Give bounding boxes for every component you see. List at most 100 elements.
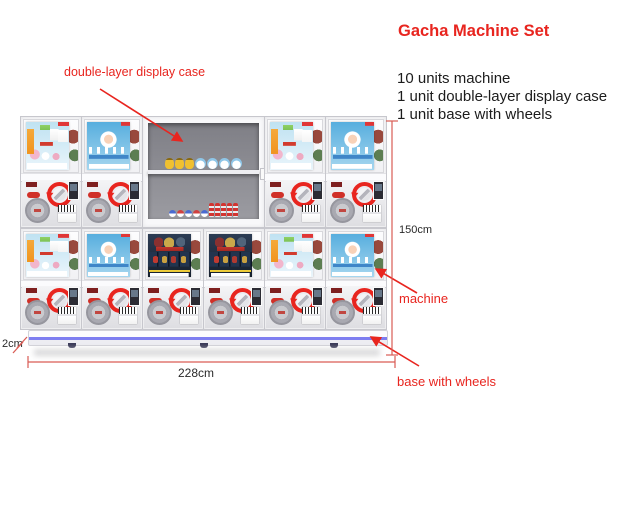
- gacha-machine: [81, 228, 143, 330]
- chibi-figure: [231, 157, 242, 169]
- machine-body: [83, 286, 141, 328]
- machine-price-tag: [330, 181, 342, 187]
- machine-card-reader: [311, 180, 323, 200]
- machine-card-reader: [312, 287, 323, 306]
- wheel: [200, 343, 208, 348]
- floor-shadow: [34, 349, 380, 356]
- ultraman-figure: [227, 203, 232, 218]
- wheel: [330, 343, 338, 348]
- height-dimension-line: [386, 120, 398, 356]
- gacha-machine: [324, 116, 388, 228]
- ultraman-figure: [221, 203, 226, 218]
- wheel: [68, 343, 76, 348]
- machine-body: [265, 179, 324, 226]
- machine-price-tag: [148, 288, 159, 293]
- machine-price-tag: [331, 288, 342, 293]
- machine-card-reader: [373, 180, 385, 200]
- machine-card-reader: [373, 287, 384, 306]
- machine-display-window: [84, 231, 140, 280]
- machine-price-tag: [26, 288, 37, 293]
- machine-card-reader: [190, 287, 201, 306]
- chibi-figure: [207, 157, 218, 169]
- machine-barcode-labels: [302, 307, 320, 324]
- machine-coin-slot: [27, 191, 40, 198]
- machine-card-reader: [129, 180, 141, 200]
- machine-display-window: [328, 231, 384, 280]
- width-dimension-label: 228cm: [178, 366, 215, 380]
- machine-body: [266, 286, 324, 328]
- machine-callout-label: machine: [399, 291, 449, 306]
- machine-display-window: [267, 231, 323, 280]
- display-case-bottom-shelf: [150, 173, 257, 218]
- machine-capsule-door: [86, 300, 111, 325]
- machine-capsule-door: [25, 300, 50, 325]
- pikachu-figure: [175, 157, 184, 169]
- display-case-callout-label: double-layer display case: [64, 65, 206, 79]
- machine-card-reader: [68, 180, 80, 200]
- chibi-figure: [219, 157, 230, 169]
- page-title: Gacha Machine Set: [398, 22, 550, 40]
- machine-price-tag: [87, 288, 98, 293]
- gacha-machine: [20, 116, 83, 228]
- machine-poster-blue: [87, 234, 130, 277]
- gacha-machine-set-illustration: [20, 116, 388, 330]
- machine-poster-avengers: [148, 234, 191, 277]
- gacha-machine: [81, 116, 144, 228]
- capsule-figure: [185, 210, 192, 218]
- machine-twist-knob: [108, 181, 134, 207]
- ultraman-figure: [215, 203, 220, 218]
- description-line-base: 1 unit base with wheels: [397, 106, 553, 123]
- description-line-machines: 10 units machine: [397, 70, 511, 87]
- display-case-top-shelf: [150, 123, 257, 170]
- base-height-dimension-label: 2cm: [2, 338, 23, 350]
- pikachu-figure: [185, 157, 194, 169]
- gacha-machine: [203, 228, 265, 330]
- height-dimension-label: 150cm: [399, 224, 433, 236]
- machine-poster-orange: [269, 122, 313, 170]
- machine-body: [205, 286, 263, 328]
- machine-price-tag: [87, 181, 99, 187]
- machine-card-reader: [251, 287, 262, 306]
- machine-barcode-labels: [180, 307, 198, 324]
- machine-barcode-labels: [363, 307, 381, 324]
- pikachu-figure: [165, 157, 174, 169]
- machine-barcode-labels: [119, 205, 138, 222]
- machine-barcode-labels: [119, 307, 137, 324]
- display-case-shelf-divider: [148, 169, 259, 174]
- display-case-interior: [148, 122, 259, 220]
- gacha-machine: [142, 228, 204, 330]
- capsule-figure: [201, 210, 208, 218]
- machine-body: [326, 179, 386, 226]
- machine-capsule-door: [147, 300, 172, 325]
- machine-poster-orange: [270, 234, 313, 277]
- machine-barcode-labels: [58, 307, 76, 324]
- capsule-figure: [193, 210, 200, 218]
- machine-display-window: [84, 119, 141, 173]
- machine-poster-avengers: [209, 234, 252, 277]
- machine-poster-orange: [26, 122, 70, 170]
- machine-price-tag: [26, 181, 37, 187]
- ultraman-figure: [209, 203, 214, 218]
- machine-price-tag: [270, 288, 281, 293]
- figure-row-bottom: [20, 228, 387, 330]
- gacha-machine: [263, 116, 326, 228]
- machine-coin-slot: [270, 191, 284, 198]
- machine-body: [327, 286, 385, 328]
- machine-display-window: [327, 119, 385, 173]
- machine-barcode-labels: [58, 205, 77, 222]
- machine-body: [22, 286, 80, 328]
- machine-price-tag: [209, 288, 220, 293]
- machine-display-window: [266, 119, 323, 173]
- machine-barcode-labels: [363, 205, 382, 222]
- double-layer-display-case: [142, 116, 267, 228]
- machine-capsule-door: [268, 198, 294, 223]
- machine-capsule-door: [86, 198, 112, 223]
- figure-row-top: [20, 116, 388, 228]
- machine-display-window: [23, 231, 79, 280]
- product-description: 10 units machine 1 unit double-layer dis…: [397, 70, 607, 124]
- gacha-machine: [20, 228, 82, 330]
- base-callout-label: base with wheels: [397, 374, 496, 389]
- machine-display-window: [23, 119, 80, 173]
- machine-poster-blue: [331, 234, 374, 277]
- machine-body: [144, 286, 202, 328]
